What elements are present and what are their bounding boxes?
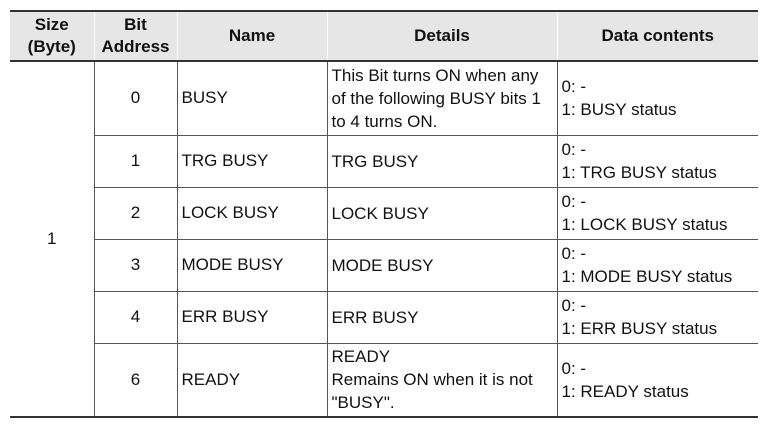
data-line: 0: -: [561, 140, 587, 159]
details-line: Remains ON when it is not: [331, 370, 533, 390]
data-line: 0: -: [561, 296, 587, 315]
header-size: Size (Byte): [10, 11, 94, 61]
data-line: 1: BUSY status: [561, 100, 677, 120]
details-cell: ERR BUSY: [326, 291, 557, 344]
data-cell: 0: - 1: ERR BUSY status: [556, 291, 758, 344]
header-size-line2: (Byte): [27, 37, 76, 56]
data-line: 1: MODE BUSY status: [561, 267, 733, 286]
details-line: LOCK BUSY: [331, 203, 429, 223]
details-cell: READY Remains ON when it is not "BUSY".: [326, 343, 557, 418]
data-line: 1: TRG BUSY status: [561, 163, 717, 182]
header-bit-line2: Address: [101, 37, 170, 56]
header-row: Size (Byte) Bit Address Name Details Dat…: [10, 11, 758, 61]
table-row: 2 LOCK BUSY LOCK BUSY 0: - 1: LOCK BUSY …: [10, 187, 758, 240]
table-row: 6 READY READY Remains ON when it is not …: [10, 343, 758, 418]
header-bit: Bit Address: [93, 11, 177, 61]
bit-cell: 2: [93, 187, 177, 240]
bit-table: Size (Byte) Bit Address Name Details Dat…: [10, 10, 758, 418]
details-line: of the following BUSY bits 1: [331, 88, 541, 108]
name-cell: READY: [176, 343, 327, 418]
details-line: to 4 turns ON.: [331, 111, 438, 131]
details-line: "BUSY".: [331, 393, 395, 413]
name-cell: MODE BUSY: [176, 239, 327, 292]
header-details: Details: [326, 11, 557, 61]
bit-cell: 3: [93, 239, 177, 292]
header-name: Name: [176, 11, 327, 61]
table-row: 4 ERR BUSY ERR BUSY 0: - 1: ERR BUSY sta…: [10, 291, 758, 344]
header-size-line1: Size: [34, 15, 69, 34]
data-line: 0: -: [561, 244, 587, 263]
data-cell: 0: - 1: BUSY status: [556, 61, 758, 136]
data-line: 1: READY status: [561, 381, 689, 401]
table-row: 1 TRG BUSY TRG BUSY 0: - 1: TRG BUSY sta…: [10, 135, 758, 188]
size-cell: 1: [10, 61, 94, 418]
data-line: 0: -: [561, 192, 587, 211]
data-line: 1: ERR BUSY status: [561, 319, 718, 338]
details-line: READY: [331, 347, 391, 367]
table-row: 3 MODE BUSY MODE BUSY 0: - 1: MODE BUSY …: [10, 239, 758, 292]
bit-cell: 1: [93, 135, 177, 188]
details-line: ERR BUSY: [331, 307, 419, 327]
name-cell: LOCK BUSY: [176, 187, 327, 240]
header-data-contents: Data contents: [556, 11, 758, 61]
bit-cell: 4: [93, 291, 177, 344]
details-line: This Bit turns ON when any: [331, 65, 539, 85]
details-line: TRG BUSY: [331, 151, 419, 171]
data-cell: 0: - 1: TRG BUSY status: [556, 135, 758, 188]
data-line: 1: LOCK BUSY status: [561, 215, 728, 234]
bit-cell: 6: [93, 343, 177, 418]
details-line: MODE BUSY: [331, 255, 434, 275]
name-cell: TRG BUSY: [176, 135, 327, 188]
data-cell: 0: - 1: READY status: [556, 343, 758, 418]
details-cell: MODE BUSY: [326, 239, 557, 292]
data-line: 0: -: [561, 77, 587, 97]
table-row: 1 0 BUSY This Bit turns ON when any of t…: [10, 61, 758, 418]
data-line: 0: -: [561, 358, 587, 378]
data-cell: 0: - 1: MODE BUSY status: [556, 239, 758, 292]
details-cell: This Bit turns ON when any of the follow…: [326, 61, 557, 136]
header-bit-line1: Bit: [124, 15, 147, 34]
bit-cell: 0: [93, 61, 177, 136]
data-cell: 0: - 1: LOCK BUSY status: [556, 187, 758, 240]
details-cell: LOCK BUSY: [326, 187, 557, 240]
name-cell: ERR BUSY: [176, 291, 327, 344]
name-cell: BUSY: [176, 61, 327, 136]
details-cell: TRG BUSY: [326, 135, 557, 188]
